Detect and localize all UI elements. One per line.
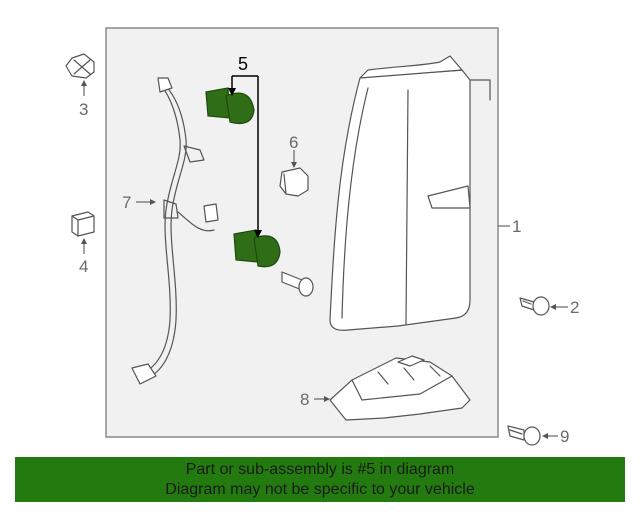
socket-6[interactable] (279, 167, 309, 197)
screw-inner[interactable] (281, 271, 314, 297)
bulb-upper[interactable] (205, 87, 255, 125)
callout-8: 8 (300, 390, 309, 409)
clip-3[interactable] (65, 53, 95, 79)
retainer-4[interactable] (71, 211, 95, 237)
screw-2[interactable] (519, 296, 550, 316)
banner-line-1: Part or sub-assembly is #5 in diagram (185, 460, 455, 478)
parts-diagram: 1 2 3 4 5 6 (65, 27, 579, 446)
callout-5: 5 (238, 54, 248, 74)
callout-6: 6 (289, 133, 298, 152)
callout-7: 7 (122, 193, 131, 212)
bulb-lower[interactable] (233, 229, 281, 268)
screw-9[interactable] (507, 425, 541, 446)
banner-line-2: Diagram may not be specific to your vehi… (165, 480, 475, 498)
callout-3: 3 (79, 100, 88, 119)
callout-4: 4 (79, 257, 88, 276)
callout-2: 2 (570, 298, 579, 317)
wiring-harness-7[interactable] (131, 77, 219, 385)
info-banner: Part or sub-assembly is #5 in diagram Di… (15, 457, 625, 502)
callout-9: 9 (560, 427, 569, 446)
callout-5-bracket (228, 75, 262, 238)
bracket-8[interactable] (329, 355, 471, 421)
tail-lamp-assembly[interactable] (329, 55, 491, 331)
callout-1: 1 (512, 217, 521, 236)
